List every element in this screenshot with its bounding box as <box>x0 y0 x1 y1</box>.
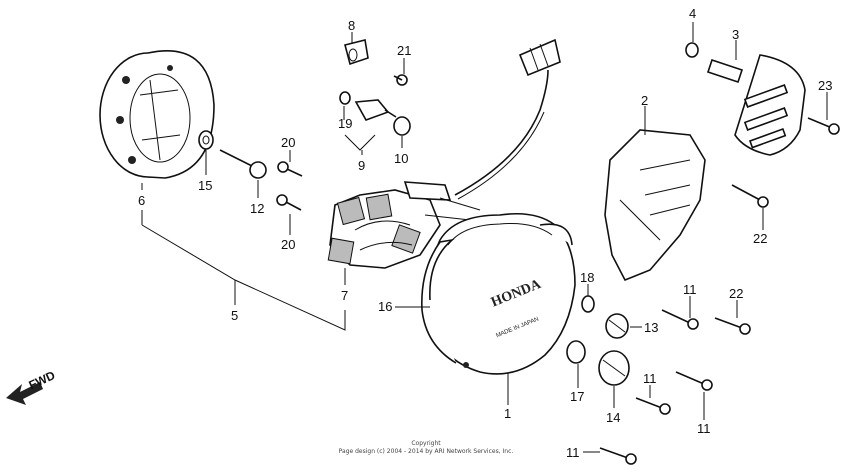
bolt-part-11-c <box>635 397 671 415</box>
bolt-part-22-upper <box>731 184 769 208</box>
callout-11-a: 11 <box>683 282 697 297</box>
callout-18: 18 <box>580 270 594 285</box>
leader-lines <box>141 22 828 453</box>
bolt-part-22-lower <box>714 317 751 335</box>
bolt-part-11-d <box>599 447 637 465</box>
callout-11-d: 11 <box>566 445 580 460</box>
screw-part-20-upper <box>277 161 303 177</box>
callout-17: 17 <box>570 389 584 404</box>
stator-part-7 <box>327 181 481 269</box>
copyright-line-1: Copyright <box>411 440 441 447</box>
callout-9: 9 <box>358 158 365 173</box>
callout-22-b: 22 <box>729 286 743 301</box>
callout-1: 1 <box>504 406 511 421</box>
callout-16: 16 <box>378 299 392 314</box>
bolt-part-11-b <box>675 371 713 391</box>
callout-5: 5 <box>231 308 238 323</box>
wire-harness <box>454 38 561 200</box>
screw-part-21 <box>393 74 408 86</box>
guide-plate-part-23 <box>734 54 806 156</box>
callout-2: 2 <box>641 93 648 108</box>
bolt-part-12 <box>219 149 267 179</box>
callout-12: 12 <box>250 201 264 216</box>
cap-part-10 <box>393 116 411 136</box>
callout-19: 19 <box>338 116 352 131</box>
callout-15: 15 <box>198 178 212 193</box>
flywheel-part-6 <box>99 50 215 179</box>
callout-4: 4 <box>689 6 696 21</box>
callout-labels: 1 2 3 4 5 6 7 8 9 10 11 11 11 11 12 13 1… <box>138 6 832 460</box>
callout-20-b: 20 <box>281 237 295 252</box>
fwd-arrow: FWD <box>6 368 58 405</box>
callout-23: 23 <box>818 78 832 93</box>
switch-part-9 <box>354 99 397 121</box>
callout-11-b: 11 <box>643 371 657 386</box>
callout-8: 8 <box>348 18 355 33</box>
bolt-part-11-a <box>661 309 699 330</box>
callout-3: 3 <box>732 27 739 42</box>
o-ring-part-17 <box>566 340 586 364</box>
callout-14: 14 <box>606 410 620 425</box>
generator-cover-part-1: HONDA MADE IN JAPAN <box>421 212 576 375</box>
callout-20-a: 20 <box>281 135 295 150</box>
washer-part-15 <box>198 130 214 150</box>
plug-part-13 <box>605 313 629 339</box>
bolt-part-23 <box>807 117 840 135</box>
o-ring-part-18 <box>581 295 595 313</box>
cap-part-14 <box>598 350 630 386</box>
collar-part-4 <box>685 42 699 58</box>
callout-13: 13 <box>644 320 658 335</box>
callout-10: 10 <box>394 151 408 166</box>
pin-part-3 <box>706 58 744 84</box>
callout-6: 6 <box>138 193 145 208</box>
callout-21: 21 <box>397 43 411 58</box>
callout-7: 7 <box>341 288 348 303</box>
inner-cover-part-2 <box>604 129 706 282</box>
copyright-line-2: Page design (c) 2004 - 2014 by ARI Netwo… <box>339 448 514 455</box>
screw-part-20-lower <box>276 194 302 211</box>
o-ring-part-19 <box>339 91 351 105</box>
callout-22-a: 22 <box>753 231 767 246</box>
grommet-part-8 <box>344 39 369 66</box>
callout-11-c: 11 <box>697 421 711 436</box>
